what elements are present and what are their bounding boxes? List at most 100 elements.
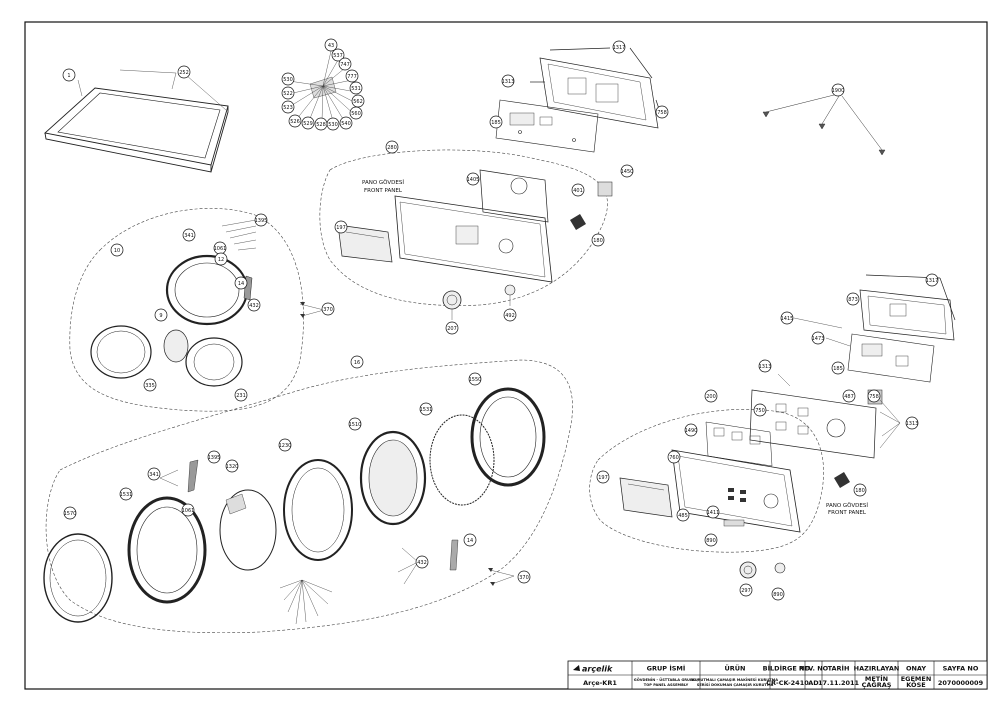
part-balloon-b522: 522: [281, 86, 295, 100]
part-balloon-b1531: 1531: [420, 402, 433, 416]
part-balloon-circle: [225, 459, 239, 473]
part-number-label: 1411: [707, 510, 720, 516]
part-balloon-circle: [288, 114, 302, 128]
part-balloon-b758b: 758: [867, 389, 881, 403]
part-number-label: 401: [573, 188, 583, 194]
part-balloon-circle: [771, 587, 785, 601]
part-balloon-circle: [596, 470, 610, 484]
part-balloon-b1313b: 1313: [759, 359, 772, 373]
part-balloon-circle: [466, 172, 480, 186]
part-balloon-circle: [350, 355, 364, 369]
part-number-label: 750: [755, 408, 765, 414]
front-panel-lower-group: [589, 409, 850, 579]
part-balloon-circle: [334, 220, 348, 234]
part-balloon-b1411: 1411: [706, 505, 720, 519]
prepared-value-line2: ÇAĞRAŞ: [862, 680, 892, 689]
part-balloon-b1313a: 1313: [502, 74, 515, 88]
part-balloon-b252: 252: [177, 65, 191, 79]
approved-value-line1: EGEMEN: [901, 675, 932, 683]
part-balloon-b14: 14: [234, 276, 248, 290]
header-product: ÜRÜN: [724, 664, 745, 673]
part-balloon-circle: [339, 116, 353, 130]
part-number-label: 335: [145, 383, 155, 389]
part-balloon-circle: [842, 389, 856, 403]
part-balloon-b537: 537: [331, 48, 345, 62]
part-number-label: 485: [678, 513, 688, 519]
part-balloon-b280: 280: [385, 140, 399, 154]
part-number-label: 200: [706, 394, 716, 400]
part-balloon-b1473: 1473: [811, 331, 825, 345]
part-balloon-b560: 560: [349, 106, 363, 120]
part-balloon-circle: [234, 276, 248, 290]
part-number-label: 252: [179, 70, 189, 76]
part-number-label: 758: [657, 110, 667, 116]
part-balloon-b16: 16: [350, 355, 364, 369]
group-value-line2: TOP PANEL ASSEMBLY: [644, 683, 689, 687]
part-balloon-circle: [811, 331, 825, 345]
part-number-label: 777: [347, 74, 357, 80]
part-balloon-circle: [154, 308, 168, 322]
product-value-line2: SERİSİ DOKUMAN ÇAMAŞIR KURUTMA: [697, 682, 774, 687]
part-balloon-b777: 777: [345, 69, 359, 83]
part-number-label: 1313: [502, 79, 515, 85]
part-balloon-circle: [415, 555, 429, 569]
part-balloon-b1415: 1415: [781, 311, 793, 325]
part-balloon-circle: [254, 213, 268, 227]
part-number-label: 523: [283, 105, 293, 111]
part-balloon-circle: [247, 298, 261, 312]
header-date: TARİH: [828, 664, 850, 673]
part-balloon-b200: 200: [704, 389, 718, 403]
part-number-label: 530: [283, 77, 293, 83]
part-number-label: 207: [447, 326, 457, 332]
part-balloon-b1313c: 1313: [906, 416, 918, 430]
part-number-label: 1900: [832, 88, 845, 94]
part-balloon-circle: [207, 450, 221, 464]
part-number-label: 1490: [685, 428, 698, 434]
part-number-label: 1510: [349, 422, 362, 428]
part-balloon-circle: [867, 389, 881, 403]
part-balloon-circle: [147, 467, 161, 481]
part-number-label: 890: [706, 538, 716, 544]
part-balloon-circle: [925, 273, 939, 287]
part-number-label: 1313: [759, 364, 772, 370]
part-balloon-b890: 890: [704, 533, 718, 547]
part-balloon-b43: 43: [324, 38, 338, 52]
part-number-label: 1317: [926, 278, 939, 284]
part-balloon-b487: 487: [842, 389, 856, 403]
part-balloon-b335: 335: [143, 378, 157, 392]
part-number-label: 1531: [420, 407, 433, 413]
part-number-label: 1320: [226, 464, 239, 470]
front-panel-upper-group: [319, 149, 613, 320]
part-number-label: 529: [303, 121, 313, 127]
part-balloon-circle: [739, 583, 753, 597]
screw-set-top-right: [762, 94, 886, 156]
part-number-label: 1317: [613, 45, 626, 51]
part-balloon-b197b: 197: [596, 470, 610, 484]
part-balloon-circle: [676, 508, 690, 522]
part-balloon-circle: [853, 483, 867, 497]
part-balloon-circle: [321, 302, 335, 316]
part-balloon-circle: [706, 505, 720, 519]
part-balloon-b185a: 185: [489, 115, 503, 129]
rev-value: AD: [808, 679, 819, 687]
part-balloon-b180b: 180: [853, 483, 867, 497]
part-number-label: 1405: [467, 177, 480, 183]
part-balloon-b758a: 758: [655, 105, 669, 119]
front-panel-caption-lower-line1: PANO GÖVDESİ: [826, 502, 868, 509]
pcb-housing-upper: [530, 47, 661, 129]
part-balloon-b485: 485: [676, 508, 690, 522]
part-balloon-b9: 9: [154, 308, 168, 322]
front-panel-caption-upper-line1: PANO GÖVDESİ: [362, 179, 404, 186]
part-balloon-b1395b: 1395: [207, 450, 221, 464]
part-balloon-b180a: 180: [591, 233, 605, 247]
header-rev-no: REV. NO: [799, 665, 829, 673]
part-balloon-circle: [143, 378, 157, 392]
part-balloon-b1317b: 1317: [925, 273, 939, 287]
part-balloon-circle: [385, 140, 399, 154]
part-number-label: 9: [159, 313, 162, 319]
part-balloon-b401: 401: [571, 183, 585, 197]
header-group: GRUP İSMİ: [647, 664, 686, 673]
part-number-label: 528: [316, 122, 326, 128]
